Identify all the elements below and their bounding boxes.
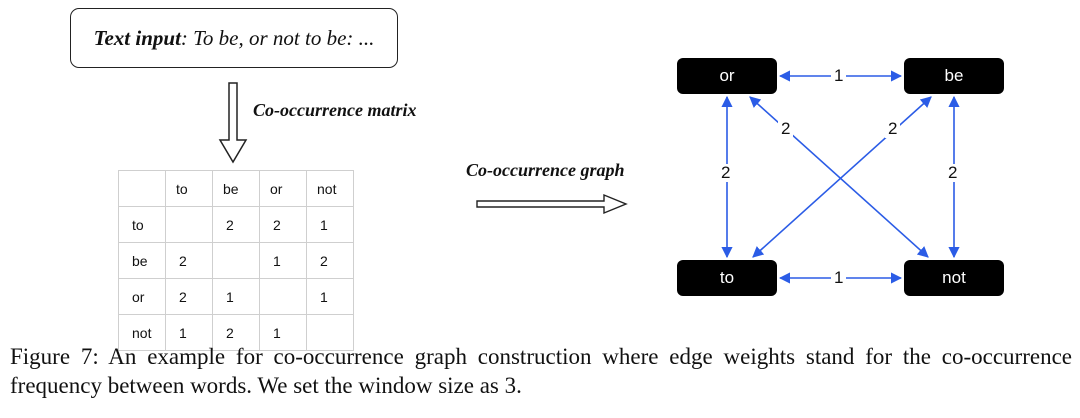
matrix-cell: 1: [259, 242, 307, 279]
matrix-header-cell: be: [212, 170, 260, 207]
edge-or-not: [749, 96, 929, 258]
matrix-row-header: be: [118, 242, 166, 279]
matrix-cell: 2: [306, 242, 354, 279]
matrix-cell: 1: [306, 278, 354, 315]
matrix-cell: 2: [165, 278, 213, 315]
matrix-cell: 2: [165, 242, 213, 279]
matrix-cell: 2: [259, 206, 307, 243]
matrix-row-header: to: [118, 206, 166, 243]
matrix-row-header: not: [118, 314, 166, 351]
matrix-cell: 1: [212, 278, 260, 315]
right-arrow-icon: [476, 193, 628, 215]
matrix-header-cell: not: [306, 170, 354, 207]
matrix-cell: 1: [165, 314, 213, 351]
edge-weight-be-not: 2: [945, 164, 961, 182]
edge-weight-to-not: 1: [831, 269, 847, 287]
text-input-value: : To be, or not to be: ...: [180, 25, 375, 50]
matrix-cell: [212, 242, 260, 279]
matrix-cell: [259, 278, 307, 315]
text-input-box: Text input: To be, or not to be: ...: [70, 8, 398, 68]
text-input-label: Text input: [93, 25, 181, 50]
node-to: to: [677, 260, 777, 296]
node-or: or: [677, 58, 777, 94]
matrix-cell: 1: [306, 206, 354, 243]
down-arrow-icon: [218, 82, 248, 164]
cooccurrence-graph: or be to not 1 1 2 2 2 2: [660, 40, 1080, 320]
cooccurrence-graph-label: Co-occurrence graph: [466, 160, 625, 180]
cooccurrence-matrix-label: Co-occurrence matrix: [253, 100, 417, 120]
matrix-cell: [306, 314, 354, 351]
matrix-header-cell: or: [259, 170, 307, 207]
node-be: be: [904, 58, 1004, 94]
matrix-row-header: or: [118, 278, 166, 315]
figure-caption: Figure 7: An example for co-occurrence g…: [10, 344, 1072, 398]
matrix-cell: 1: [259, 314, 307, 351]
edge-weight-or-not: 2: [778, 120, 794, 138]
matrix-header-cell: [118, 170, 166, 207]
matrix-cell: 2: [212, 206, 260, 243]
edge-weight-be-to: 2: [885, 120, 901, 138]
edge-be-to: [752, 96, 932, 258]
matrix-cell: [165, 206, 213, 243]
matrix-header-cell: to: [165, 170, 213, 207]
edge-weight-or-to: 2: [718, 164, 734, 182]
node-not: not: [904, 260, 1004, 296]
edge-weight-or-be: 1: [831, 67, 847, 85]
